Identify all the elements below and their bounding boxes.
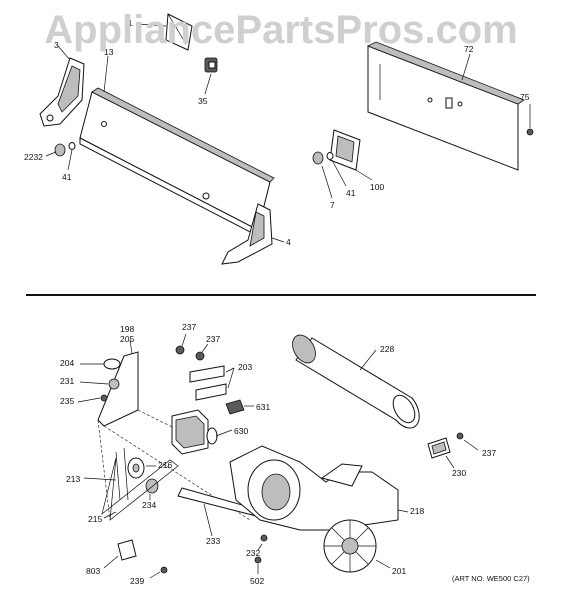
part-2232-knob xyxy=(45,143,66,157)
callout-198: 198 xyxy=(120,324,134,334)
part-100-switch xyxy=(329,129,373,181)
callout-235: 235 xyxy=(60,396,74,406)
callout-13: 13 xyxy=(104,47,114,57)
part-502-screw xyxy=(254,556,262,574)
part-235-screw xyxy=(77,394,108,403)
part-7-knob xyxy=(312,151,333,199)
part-201-blower-wheel xyxy=(323,519,391,573)
callout-labels: 1 3 13 35 2232 41 4 72 75 7 41 100 198 2… xyxy=(24,18,530,586)
callout-237-a: 237 xyxy=(182,322,196,332)
callout-502: 502 xyxy=(250,576,264,586)
callout-233: 233 xyxy=(206,536,220,546)
callout-72: 72 xyxy=(464,44,474,54)
callout-631: 631 xyxy=(256,402,270,412)
callout-232: 232 xyxy=(246,548,260,558)
part-228-duct xyxy=(292,334,420,429)
part-41-spring-clip xyxy=(67,142,76,171)
callout-203: 203 xyxy=(238,362,252,372)
part-1-label-card xyxy=(137,13,193,51)
part-203-brackets xyxy=(189,365,235,401)
blower-wheel-fins xyxy=(324,520,376,572)
callout-4: 4 xyxy=(286,237,291,247)
callout-2232: 2232 xyxy=(24,152,43,162)
callout-205: 205 xyxy=(120,334,134,344)
part-239-screw xyxy=(149,566,168,579)
part-75-screw xyxy=(526,104,534,136)
part-216-pulley xyxy=(127,457,156,479)
part-13-backsplash xyxy=(79,55,275,237)
callout-215: 215 xyxy=(88,514,102,524)
callout-230: 230 xyxy=(452,468,466,478)
callout-216: 216 xyxy=(158,460,172,470)
part-3-endcap xyxy=(39,45,85,127)
part-213-idler xyxy=(83,447,129,501)
part-41-clip-b xyxy=(326,152,347,187)
part-630-motor xyxy=(171,409,233,455)
callout-218: 218 xyxy=(410,506,424,516)
part-72-rear-panel xyxy=(367,41,525,171)
part-198-bracket xyxy=(97,339,251,521)
callout-41-left: 41 xyxy=(62,172,72,182)
callout-204: 204 xyxy=(60,358,74,368)
part-215-belt xyxy=(101,457,179,521)
callout-231: 231 xyxy=(60,376,74,386)
callout-803: 803 xyxy=(86,566,100,576)
callout-1: 1 xyxy=(128,18,133,28)
callout-228: 228 xyxy=(380,344,394,354)
part-35-clip xyxy=(204,57,218,95)
callout-630: 630 xyxy=(234,426,248,436)
callout-35: 35 xyxy=(198,96,208,106)
part-631-connector xyxy=(225,399,254,415)
part-803-switch xyxy=(103,539,137,569)
callout-100: 100 xyxy=(370,182,384,192)
callout-3: 3 xyxy=(54,40,59,50)
part-237-screw-c xyxy=(456,432,479,451)
callout-213: 213 xyxy=(66,474,80,484)
callout-75: 75 xyxy=(520,92,530,102)
callout-7: 7 xyxy=(330,200,335,210)
art-number: (ART NO. WE500 C27) xyxy=(452,574,530,583)
part-237-screw-a xyxy=(175,333,187,355)
callout-237-c: 237 xyxy=(482,448,496,458)
part-231-pulley-arm xyxy=(79,378,120,390)
callout-41-right: 41 xyxy=(346,188,356,198)
part-230-thermostat xyxy=(427,437,455,469)
part-234-wheel xyxy=(145,478,159,500)
part-204-clamp xyxy=(80,358,121,370)
part-237-screw-b xyxy=(195,343,209,361)
part-218-blower-housing xyxy=(229,445,409,531)
part-4-endcap xyxy=(221,203,285,265)
callout-237-b: 237 xyxy=(206,334,220,344)
part-232-clip xyxy=(257,534,268,551)
callout-201: 201 xyxy=(392,566,406,576)
callout-239: 239 xyxy=(130,576,144,586)
callout-234: 234 xyxy=(142,500,156,510)
site-watermark: AppliancePartsPros.com xyxy=(44,8,518,52)
